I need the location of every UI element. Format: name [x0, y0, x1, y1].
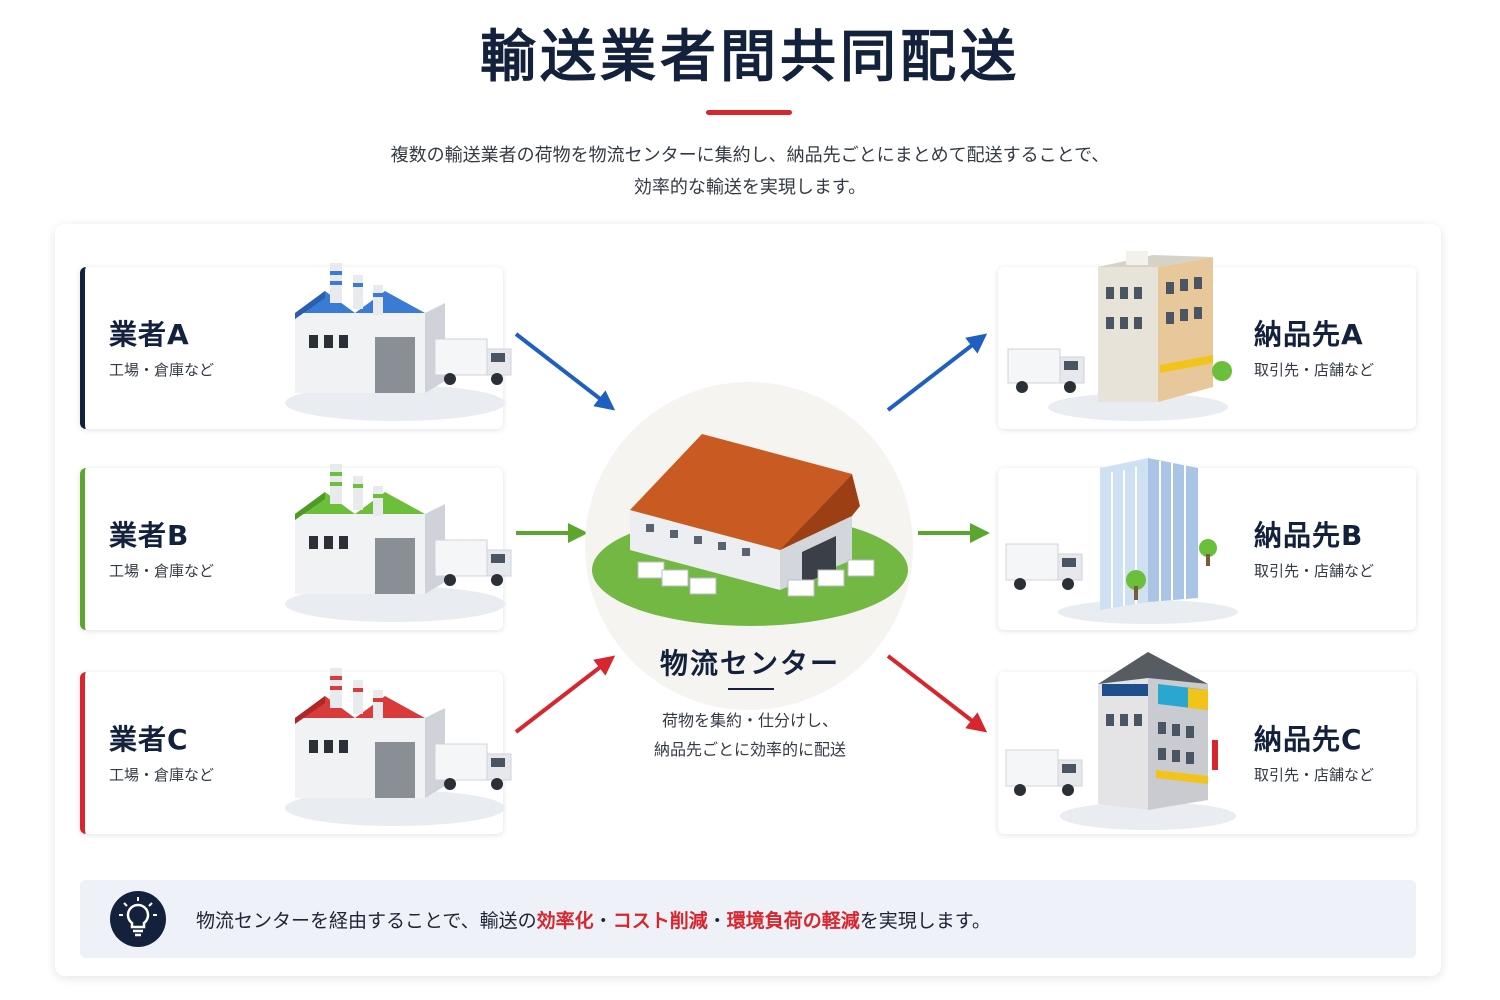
factory-truck-icon — [285, 464, 512, 622]
destination-card-c: 納品先C 取引先・店舗など — [998, 652, 1416, 834]
destination-a-name: 納品先A — [1254, 318, 1364, 351]
summary-banner: 物流センターを経由することで、輸送の効率化・コスト削減・環境負荷の軽減を実現しま… — [80, 880, 1416, 958]
description-line-1: 複数の輸送業者の荷物を物流センターに集約し、納品先ごとにまとめて配送することで、 — [390, 145, 1110, 166]
highlight-efficiency: 効率化 — [536, 910, 594, 932]
carrier-a-name: 業者A — [109, 318, 190, 351]
carrier-c-sub: 工場・倉庫など — [109, 766, 215, 784]
destination-card-b: 納品先B 取引先・店舗など — [998, 458, 1416, 630]
destination-c-name: 納品先C — [1254, 723, 1363, 756]
warehouse-icon — [592, 434, 908, 626]
carrier-card-c: 業者C 工場・倉庫など — [80, 668, 512, 834]
carrier-card-b: 業者B 工場・倉庫など — [80, 464, 512, 630]
destination-a-sub: 取引先・店舗など — [1254, 361, 1375, 379]
page-description: 複数の輸送業者の荷物を物流センターに集約し、納品先ごとにまとめて配送することで、… — [0, 140, 1500, 204]
destination-c-sub: 取引先・店舗など — [1254, 766, 1375, 784]
store-building-truck-icon — [1005, 652, 1236, 830]
center-desc-line-1: 荷物を集約・仕分けし、 — [661, 711, 838, 730]
arrow-center-to-destination-c — [886, 654, 988, 733]
summary-prefix: 物流センターを経由することで、輸送の — [196, 910, 537, 932]
arrow-carrier-a-to-center — [514, 332, 616, 411]
factory-truck-icon — [285, 263, 512, 421]
description-line-2: 効率的な輸送を実現します。 — [633, 177, 867, 198]
arrow-center-to-destination-a — [886, 333, 988, 412]
logistics-center-description: 荷物を集約・仕分けし、 納品先ごとに効率的に配送 — [0, 706, 1500, 764]
carrier-card-a: 業者A 工場・倉庫など — [80, 263, 512, 429]
factory-truck-icon — [285, 668, 512, 826]
carrier-a-sub: 工場・倉庫など — [109, 361, 215, 379]
title-underline — [706, 110, 792, 115]
carrier-b-sub: 工場・倉庫など — [109, 562, 215, 580]
summary-separator-2: ・ — [707, 910, 727, 932]
destination-b-sub: 取引先・店舗など — [1254, 562, 1375, 580]
logistics-center-title: 物流センター — [659, 647, 840, 680]
summary-separator-1: ・ — [593, 910, 613, 932]
lightbulb-icon — [110, 891, 166, 947]
highlight-environmental-load: 環境負荷の軽減 — [726, 910, 860, 932]
destination-card-a: 納品先A 取引先・店舗など — [998, 251, 1416, 429]
office-building-truck-icon — [1007, 251, 1232, 421]
highlight-cost-reduction: コスト削減 — [612, 910, 708, 932]
summary-suffix: を実現します。 — [859, 910, 991, 932]
destination-b-name: 納品先B — [1254, 519, 1364, 552]
carrier-b-name: 業者B — [109, 519, 190, 552]
carrier-c-name: 業者C — [109, 723, 189, 756]
arrow-carrier-c-to-center — [514, 655, 616, 734]
page-title: 輸送業者間共同配送 — [480, 25, 1020, 90]
center-desc-line-2: 納品先ごとに効率的に配送 — [653, 740, 846, 759]
tower-building-truck-icon — [1005, 458, 1238, 624]
summary-text: 物流センターを経由することで、輸送の効率化・コスト削減・環境負荷の軽減を実現しま… — [196, 906, 991, 933]
logistics-center-underline — [728, 688, 774, 690]
